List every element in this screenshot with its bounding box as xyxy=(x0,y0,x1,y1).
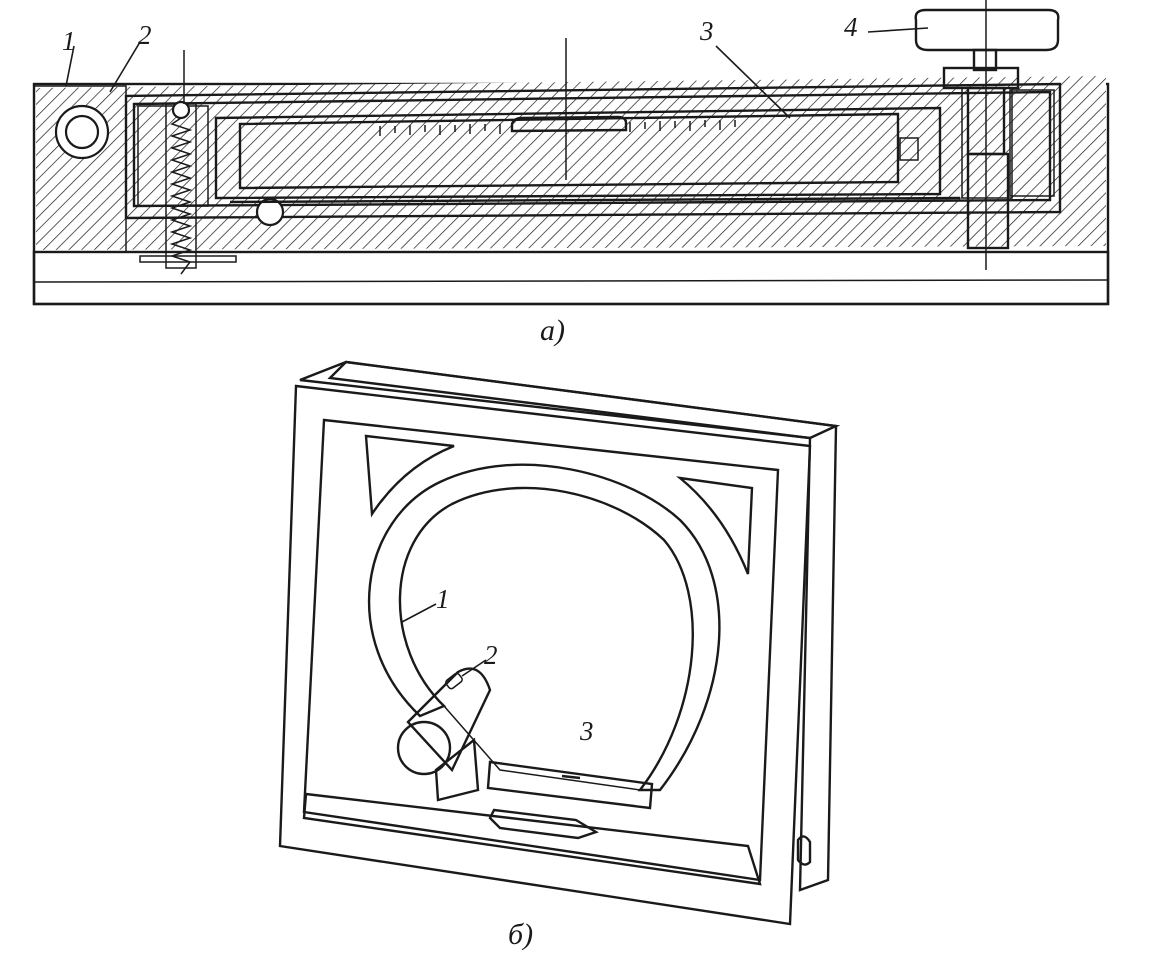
ring-vial xyxy=(367,463,721,792)
roller-body xyxy=(406,667,492,773)
body-hatching xyxy=(36,76,1106,250)
pivot-circle-inner xyxy=(64,114,100,150)
roller-support xyxy=(434,737,480,802)
holder-rail xyxy=(229,196,961,204)
frame-side-plate xyxy=(299,360,841,440)
short-vial-mark xyxy=(561,774,581,780)
vial-scale xyxy=(379,120,736,136)
vial-holder xyxy=(132,90,1052,208)
figure-a-level-section: 1 2 3 4 a) xyxy=(32,0,1110,347)
frame-outer xyxy=(278,384,812,926)
label-a-1: 1 xyxy=(62,26,76,56)
vial-frame xyxy=(214,106,942,200)
screw-collar xyxy=(942,66,1020,90)
support-ball xyxy=(255,197,285,227)
roller-end xyxy=(396,720,452,776)
spring-coil xyxy=(169,117,193,275)
caption-a: a) xyxy=(540,314,565,347)
knurled-knob xyxy=(914,8,1060,52)
spring-bracket xyxy=(139,255,237,263)
corner-wedge-left xyxy=(364,434,455,518)
adjust-screw-lower xyxy=(966,152,1010,250)
label-a-3: 3 xyxy=(699,16,714,46)
corner-wedge-right xyxy=(675,476,754,575)
caption-b: б) xyxy=(508,918,533,951)
leader-3a xyxy=(715,45,791,119)
label-b-1: 1 xyxy=(436,584,450,614)
frame-inner-hatched xyxy=(302,418,780,882)
label-b-2: 2 xyxy=(484,640,498,670)
base-line xyxy=(33,279,1109,283)
level-base xyxy=(32,250,1110,306)
roller-slot xyxy=(445,672,463,690)
leader-2a xyxy=(109,41,141,93)
side-knob xyxy=(796,835,812,866)
vial-bubble xyxy=(510,115,628,133)
label-a-4: 4 xyxy=(844,12,858,42)
bottom-tray xyxy=(302,792,762,886)
leader-1b xyxy=(401,603,437,623)
leader-4a xyxy=(867,27,929,33)
ring-opening xyxy=(399,487,694,791)
label-b-3: 3 xyxy=(579,716,594,746)
leader-2b xyxy=(461,659,487,677)
right-hatched-block xyxy=(1009,89,1055,197)
left-end-block xyxy=(33,85,127,253)
spring-anchor xyxy=(171,100,191,120)
leader-1a xyxy=(65,45,75,87)
label-a-2: 2 xyxy=(138,20,152,50)
bottom-badge xyxy=(488,808,599,840)
vial-end-plug xyxy=(899,137,919,161)
vial-tube xyxy=(238,112,900,190)
figure-b-frame-level: 1 2 3 б) xyxy=(278,360,841,951)
short-vial xyxy=(486,760,654,810)
